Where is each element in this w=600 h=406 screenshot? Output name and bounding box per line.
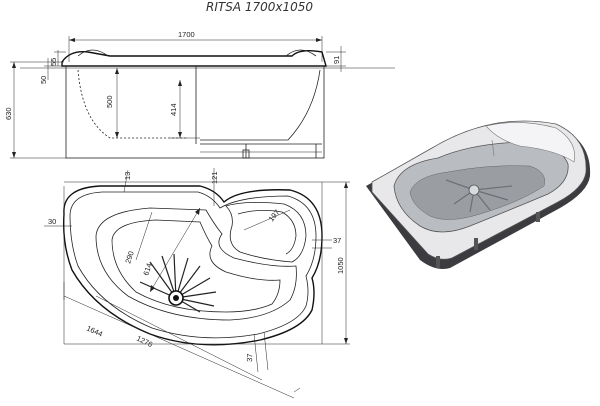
height-dim-50: 50 [39,76,48,84]
plan-outer-rim [62,185,323,346]
plan-seat [225,202,307,263]
side-view: 1700 500 414 630 [4,30,395,159]
plan-top-13: 13 [123,172,132,180]
plan-top-121: 121 [210,171,219,184]
left-armrest [77,49,109,57]
plan-diag-1276: 1276 [135,334,154,349]
height-dim-55: 55 [49,58,58,66]
inner-dim-614: 614 [141,262,153,277]
inner-depth-414: 414 [169,103,178,116]
front-panel [65,65,325,159]
plan-bowl [95,207,297,321]
bowl-profile-solid [200,69,321,141]
bowl-profile-dashed [77,69,188,139]
rim-outline [61,49,327,67]
plan-right-37: 37 [333,236,341,245]
inner-depth-500: 500 [105,95,114,108]
plan-diag-1644: 1644 [85,324,104,339]
plan-bottom-37: 37 [245,353,254,362]
right-dim-91: 91 [332,56,341,64]
height-dim-630: 630 [4,107,13,120]
render-drain-icon [468,184,480,196]
plan-view: 1050 37 30 13 121 290 614 197 1644 1276 [44,168,350,399]
plan-left-30: 30 [48,217,56,226]
drawing-title: RITSA 1700x1050 [206,0,313,14]
bathtub-3d-render [366,120,591,269]
right-armrest [285,49,317,57]
inner-dim-290: 290 [123,250,135,265]
width-dim-label: 1700 [178,30,195,39]
plan-depth-1050: 1050 [336,257,345,274]
